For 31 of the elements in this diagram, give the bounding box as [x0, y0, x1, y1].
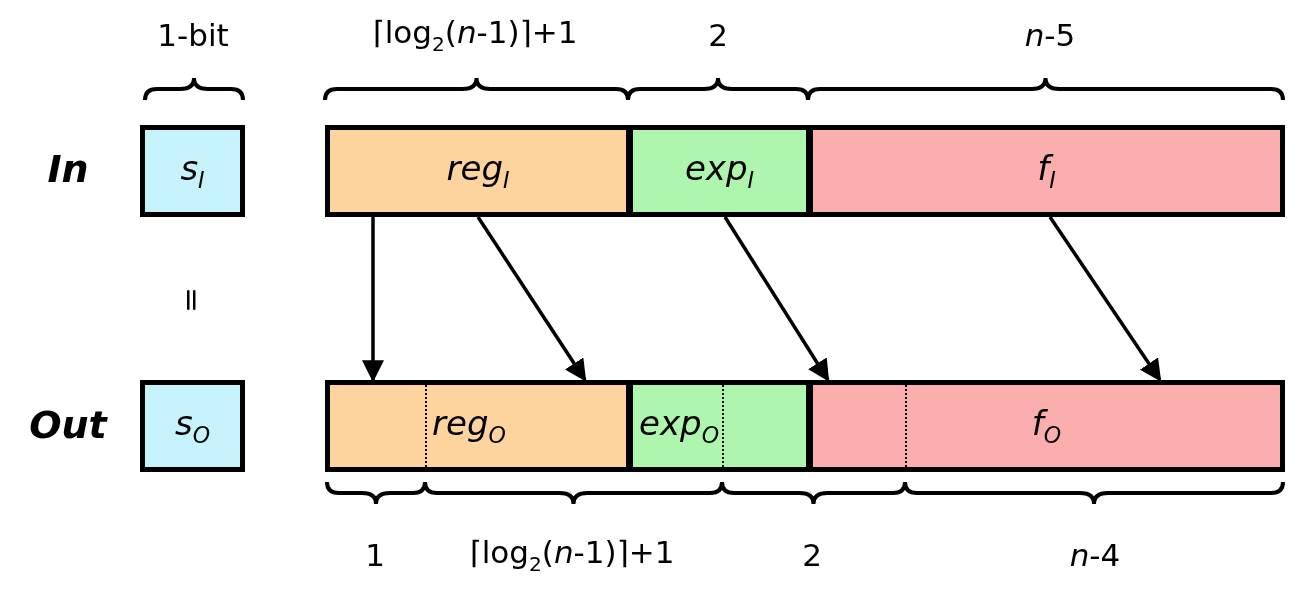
bit-width-label: n-4: [1069, 537, 1121, 573]
arrow: [1048, 216, 1162, 382]
bit-field-box: [808, 380, 1285, 472]
equals-sign: =: [175, 287, 211, 313]
row-label: Out: [29, 405, 107, 447]
bit-width-label: 2: [802, 537, 822, 573]
bit-width-label: ⌈log$_{2}$(n-1)⌉+1: [372, 15, 578, 55]
bit-field-box: [628, 125, 811, 217]
field-name: s$_{O}$: [174, 406, 211, 446]
bit-field-box: [325, 125, 631, 217]
field-name: f$_{I}$: [1037, 151, 1056, 191]
arrow: [476, 216, 587, 382]
bit-width-label: 1: [365, 537, 385, 573]
bit-field-box: [140, 125, 245, 217]
arrow: [723, 216, 830, 382]
bit-width-label: 2: [708, 17, 728, 53]
field-name: s$_{I}$: [180, 151, 205, 191]
bit-field-box: [140, 380, 245, 472]
bit-width-label: n-5: [1024, 17, 1076, 53]
row-label: In: [47, 149, 89, 191]
bit-field-box: [808, 125, 1285, 217]
field-name: reg$_{I}$: [446, 151, 510, 191]
bit-field-box: [628, 380, 811, 472]
bit-width-label: 1-bit: [157, 17, 229, 53]
field-name: exp$_{I}$: [684, 151, 755, 191]
field-name: exp$_{O}$: [639, 406, 719, 446]
arrow: [362, 217, 384, 383]
field-name: f$_{O}$: [1031, 406, 1062, 446]
bit-field-box: [325, 380, 631, 472]
bit-width-label: ⌈log$_{2}$(n-1)⌉+1: [469, 535, 675, 575]
field-name: reg$_{O}$: [432, 406, 506, 446]
